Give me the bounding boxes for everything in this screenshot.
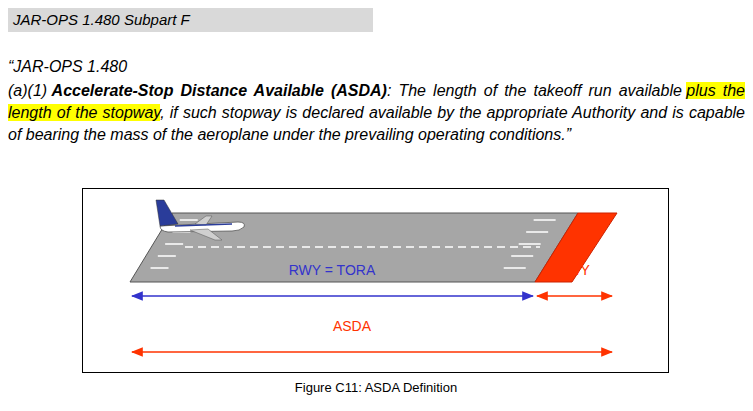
quote-heading-text: “JAR-OPS 1.480 [8,58,127,75]
title-band: JAR-OPS 1.480 Subpart F [8,8,373,32]
paragraph-number: (a)(1) [8,82,47,99]
tora-label: RWY = TORA [289,262,376,278]
defined-term: Accelerate-Stop Distance Available (ASDA… [52,82,387,99]
aeroplane [156,200,244,240]
section-title: JAR-OPS 1.480 Subpart F [13,11,190,28]
runway [130,213,578,282]
regulation-text: (a)(1) Accelerate-Stop Distance Available… [8,80,745,146]
figure-frame [83,189,669,373]
figure-caption: Figure C11: ASDA Definition [295,380,457,395]
definition-text: : The length of the takeoff run availabl… [387,82,682,99]
centreline [185,246,540,248]
runway-markings [151,220,556,268]
swy-arrow [537,295,612,297]
swy-label: SWY [558,262,590,278]
asda-label: ASDA [333,318,371,334]
tora-arrow [132,295,533,297]
stopway [535,213,617,282]
quote-heading: “JAR-OPS 1.480 [8,58,127,76]
asda-arrow [132,351,612,353]
